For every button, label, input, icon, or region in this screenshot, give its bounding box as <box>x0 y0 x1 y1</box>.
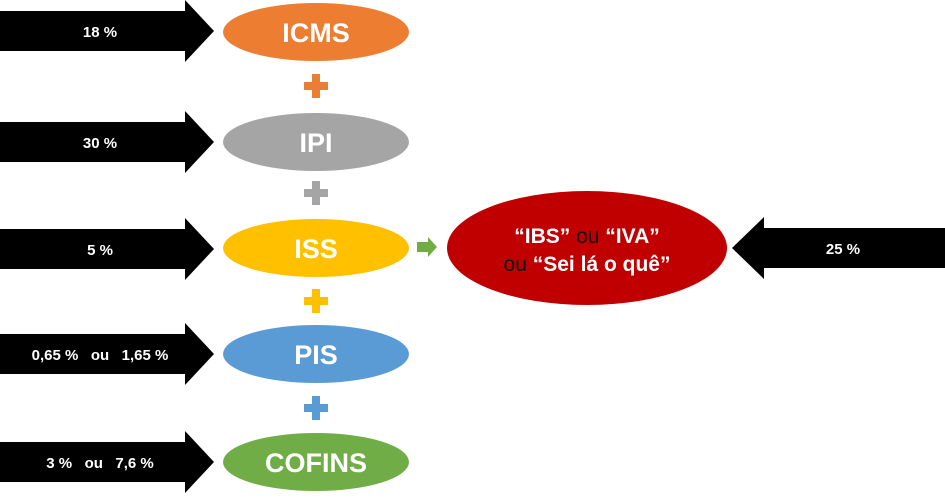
rate-label-ipi: 30 % <box>83 135 117 152</box>
rate-arrow-cofins: 3 % ou 7,6 % <box>0 431 214 493</box>
plus-icon-1 <box>304 74 328 98</box>
tax-icms: ICMS <box>223 3 409 61</box>
connector-arrow-icon <box>417 237 437 257</box>
tax-name-icms: ICMS <box>282 18 350 48</box>
result-line-1: “IBS” ou “IVA” <box>514 225 660 248</box>
tax-cofins: COFINS <box>223 433 409 491</box>
rate-arrow-icms: 18 % <box>0 0 214 62</box>
result-line-2: ou “Sei lá o quê” <box>504 253 671 276</box>
rate-arrow-iss: 5 % <box>0 218 214 280</box>
rate-label-result: 25 % <box>826 241 860 258</box>
result-term-sei-la: “Sei lá o quê” <box>533 253 671 276</box>
rate-label-cofins: 3 % ou 7,6 % <box>46 455 154 472</box>
rate-arrow-pis: 0,65 % ou 1,65 % <box>0 323 214 385</box>
rate-arrow-result: 25 % <box>732 217 945 279</box>
result-term-ibs: “IBS” <box>514 225 570 248</box>
rate-label-iss: 5 % <box>87 242 113 259</box>
result-term-iva: “IVA” <box>605 225 659 248</box>
plus-icon-4 <box>304 396 328 420</box>
plus-icon-3 <box>304 289 328 313</box>
tax-iss: ISS <box>223 219 409 277</box>
result-sep-2: ou <box>504 253 533 276</box>
tax-name-pis: PIS <box>294 340 338 370</box>
rate-label-pis: 0,65 % ou 1,65 % <box>32 347 169 364</box>
tax-pis: PIS <box>223 325 409 383</box>
plus-icon-2 <box>304 181 328 205</box>
tax-name-iss: ISS <box>294 234 338 264</box>
tax-name-cofins: COFINS <box>265 448 367 478</box>
rate-label-icms: 18 % <box>83 24 117 41</box>
result-ellipse: “IBS” ou “IVA” ou “Sei lá o quê” <box>447 191 727 305</box>
tax-ipi: IPI <box>223 113 409 171</box>
tax-name-ipi: IPI <box>299 128 332 158</box>
result-sep-1: ou <box>570 225 605 248</box>
rate-arrow-ipi: 30 % <box>0 111 214 173</box>
